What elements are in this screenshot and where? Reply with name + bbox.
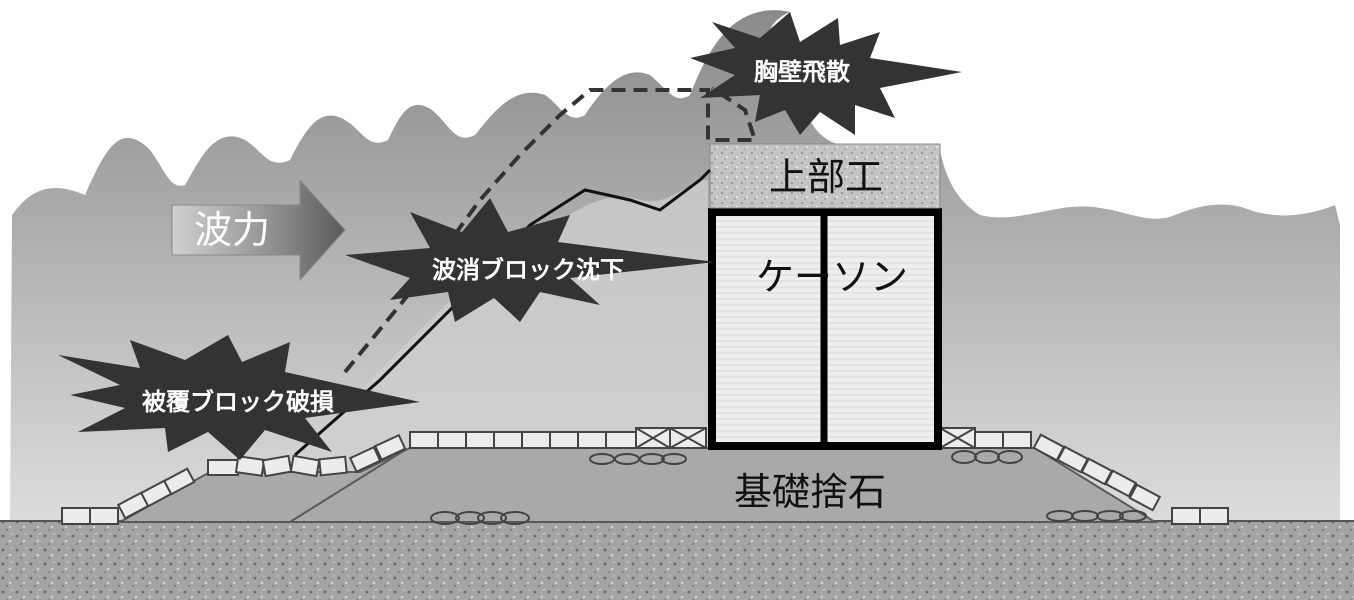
burst-crown-wall xyxy=(690,12,962,135)
armor-block-settlement-label: 波消ブロック沈下 xyxy=(432,256,624,284)
seabed xyxy=(0,520,1354,600)
burst-armor-block xyxy=(345,198,715,322)
wave-force-arrow xyxy=(171,178,346,282)
wave-force-label: 波力 xyxy=(194,208,270,252)
superstructure-label: 上部工 xyxy=(769,155,883,199)
wave-surface-line xyxy=(294,168,712,457)
caisson-label: ケーソン xyxy=(756,255,908,299)
covering-block-damage-label: 被覆ブロック破損 xyxy=(142,388,334,416)
covering-blocks xyxy=(61,431,1229,525)
crown-wall-scatter-label: 胸壁飛散 xyxy=(754,58,850,86)
rubble-stones xyxy=(430,450,1147,525)
superstructure xyxy=(709,143,941,209)
foundation-rubble-label: 基礎捨石 xyxy=(734,470,886,514)
burst-covering-block xyxy=(58,335,420,460)
caisson xyxy=(708,208,942,450)
